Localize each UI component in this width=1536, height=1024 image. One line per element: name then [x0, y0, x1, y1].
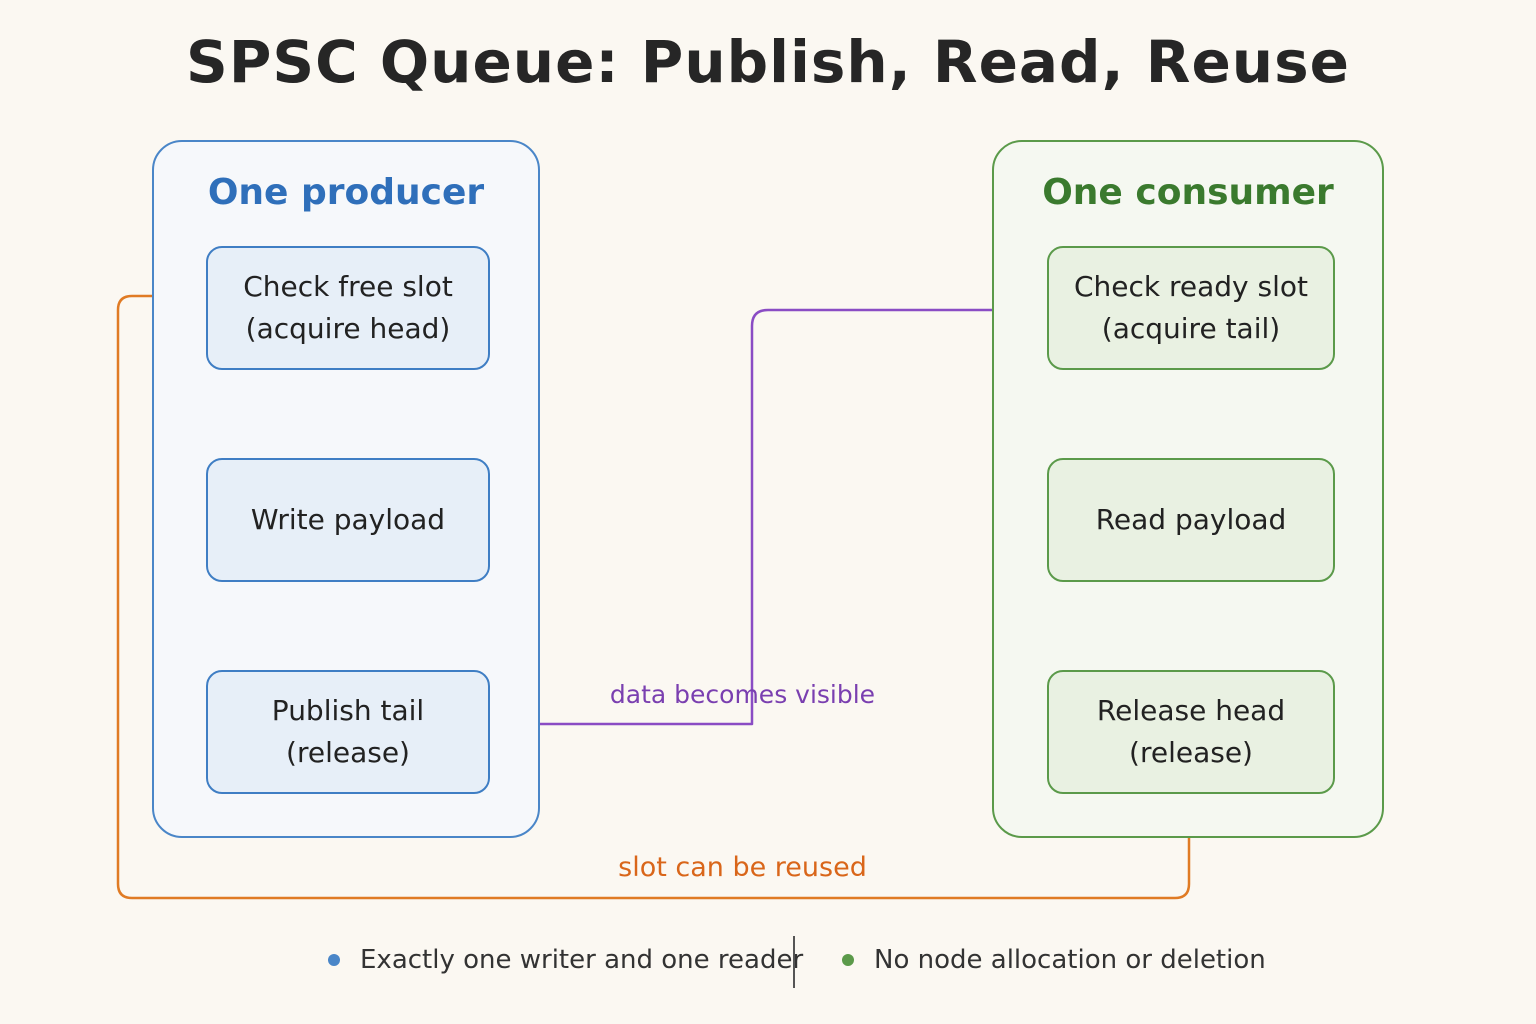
blue-dot-icon [328, 954, 340, 966]
step-read-payload: Read payload [1047, 458, 1335, 582]
step-check-ready-slot: Check ready slot (acquire tail) [1047, 246, 1335, 370]
legend-item-single-writer-reader: Exactly one writer and one reader [328, 940, 803, 980]
consumer-lane-title: One consumer [1042, 172, 1334, 213]
legend-text: Exactly one writer and one reader [360, 945, 804, 975]
data-visible-edge [494, 294, 1038, 726]
step-write-payload: Write payload [206, 458, 490, 582]
data-visible-label: data becomes visible [609, 680, 876, 709]
step-check-free-slot: Check free slot (acquire head) [206, 246, 490, 370]
diagram-title: SPSC Queue: Publish, Read, Reuse [186, 28, 1350, 96]
step-release-head: Release head (release) [1047, 670, 1335, 794]
legend-divider [793, 936, 795, 988]
green-dot-icon [842, 954, 854, 966]
step-publish-tail: Publish tail (release) [206, 670, 490, 794]
legend-text: No node allocation or deletion [874, 945, 1266, 975]
producer-lane-title: One producer [207, 172, 485, 213]
slot-reuse-label: slot can be reused [618, 852, 867, 883]
legend-item-no-allocation: No node allocation or deletion [842, 940, 1266, 980]
